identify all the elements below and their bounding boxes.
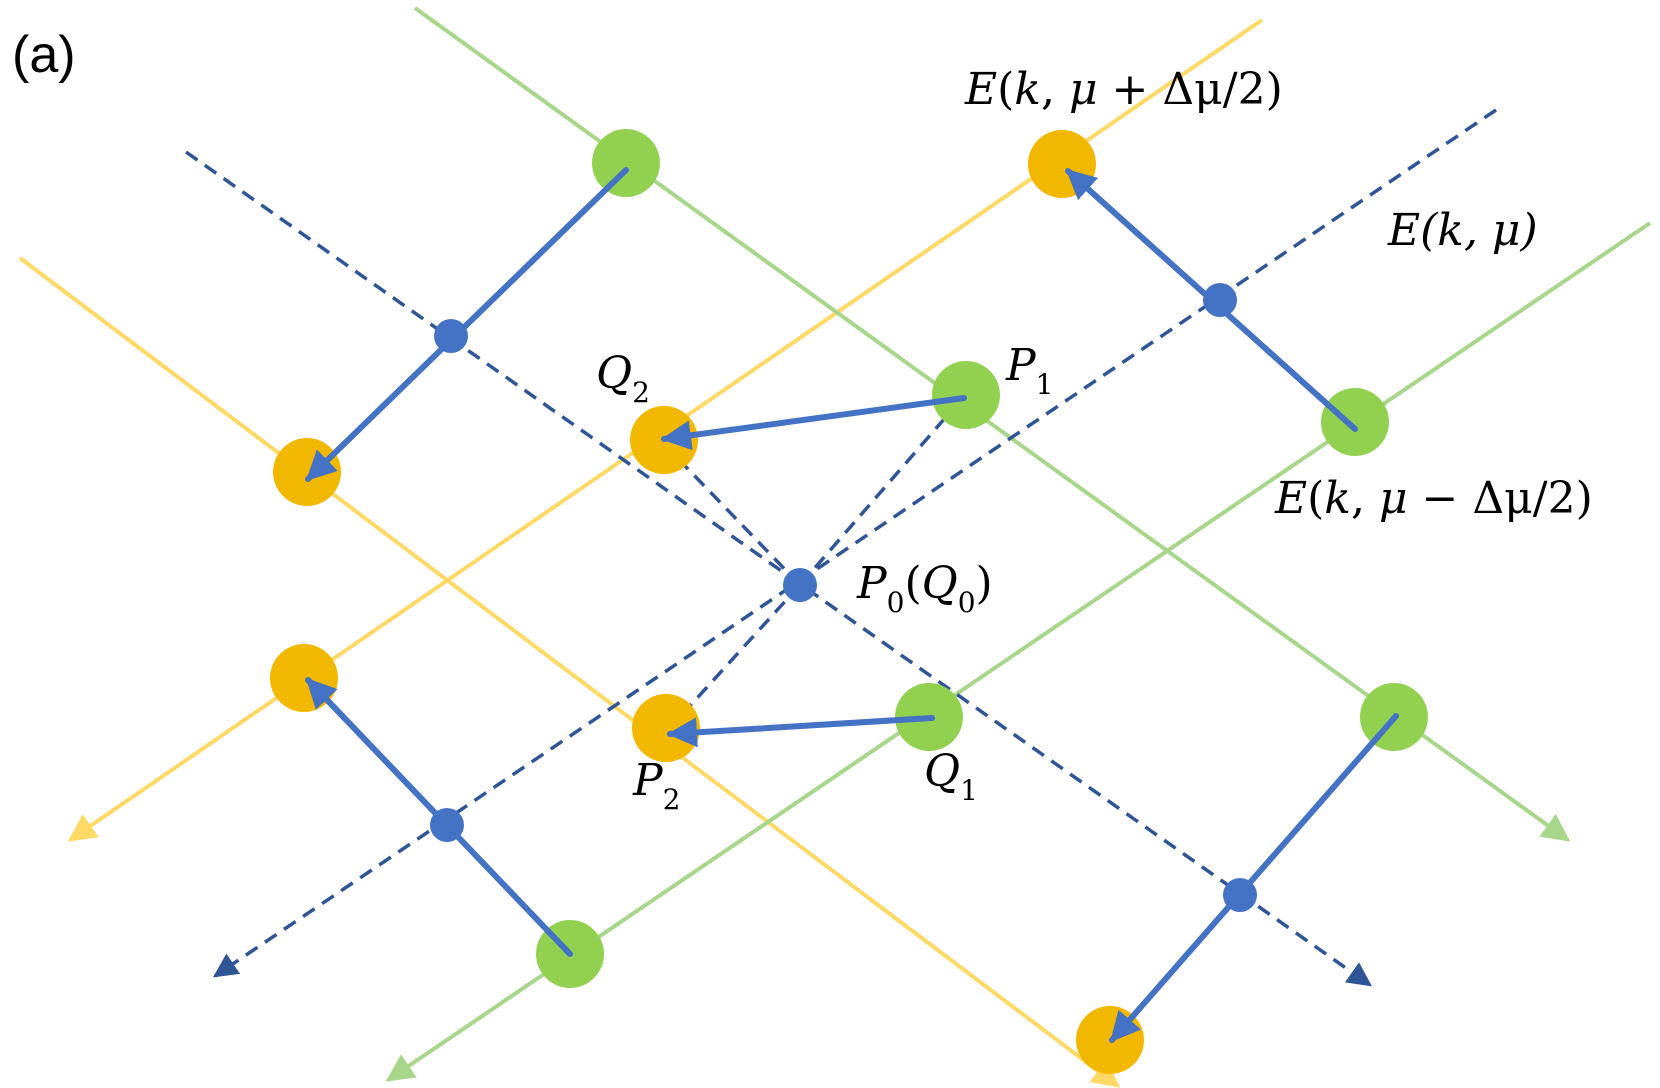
label-energy-plus: E(k, μ + Δμ/2) xyxy=(964,64,1283,115)
label-energy-minus: E(k, μ − Δμ/2) xyxy=(1274,473,1593,524)
dashed-line-descending xyxy=(184,150,1373,987)
arrow-bottom-right xyxy=(1109,713,1399,1043)
label-p1: P1 xyxy=(1005,340,1053,401)
yellow-line-descending xyxy=(18,256,1121,1088)
yellow-nodes xyxy=(270,130,1144,1074)
green-lines xyxy=(385,6,1652,1082)
blue-dot-lower-left xyxy=(430,808,464,842)
dashed-lines xyxy=(184,108,1497,987)
arrow-q1-p2 xyxy=(667,715,935,748)
dashed-ray-p0-p1 xyxy=(798,393,967,587)
panel-label: (a) xyxy=(12,26,76,84)
dashed-line-ascending xyxy=(212,108,1497,978)
green-node-right xyxy=(1321,388,1389,456)
blue-dot-center xyxy=(783,568,817,602)
arrow-p1-q2 xyxy=(661,395,967,451)
yellow-node-p2 xyxy=(632,694,700,762)
yellow-node-left xyxy=(273,438,341,506)
label-energy-mid: E(k, μ) xyxy=(1387,205,1538,256)
green-node-p1 xyxy=(932,361,1000,429)
label-q2: Q2 xyxy=(596,348,650,409)
green-node-top xyxy=(592,129,660,197)
blue-dots xyxy=(430,283,1257,912)
label-p2: P2 xyxy=(632,755,680,816)
label-p0: P0(Q0) xyxy=(856,558,993,619)
blue-dot-upper-right xyxy=(1203,283,1237,317)
blue-dot-upper-left xyxy=(434,319,468,353)
arrow-top-left xyxy=(305,167,629,482)
label-q1: Q1 xyxy=(924,746,978,807)
blue-dot-lower-right xyxy=(1223,878,1257,912)
